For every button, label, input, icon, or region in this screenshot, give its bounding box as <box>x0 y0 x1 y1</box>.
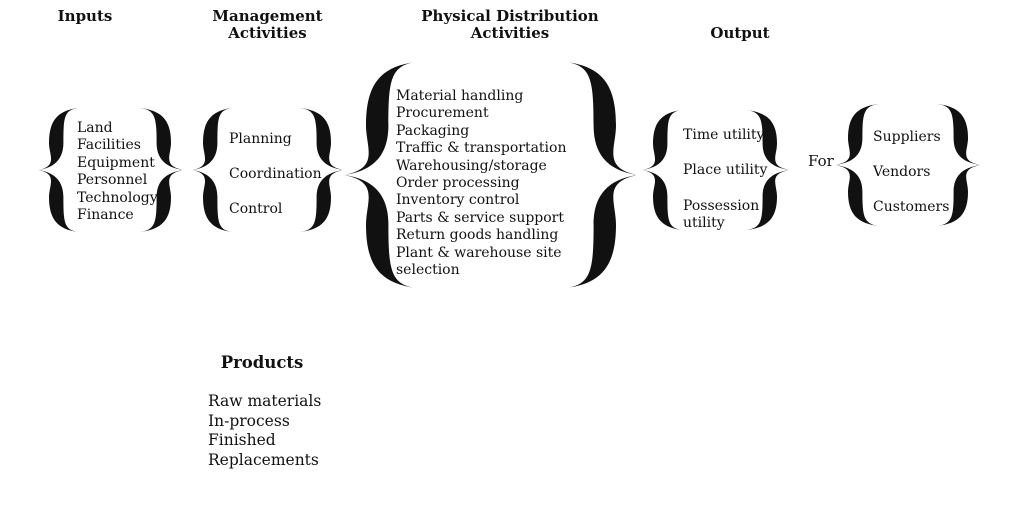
for-label: For <box>808 152 834 170</box>
inputs-left-brace-shape <box>38 108 78 232</box>
inputs-item: Facilities <box>77 137 141 154</box>
output-header-text: Output <box>710 24 770 42</box>
inputs-item: Land <box>77 120 113 136</box>
distribution-header: Physical Distribution Activities <box>410 8 610 42</box>
products-item: In-process <box>208 411 290 430</box>
for-label-text: For <box>808 152 834 170</box>
output-item-possession: Possession <box>683 197 760 214</box>
management-list: Planning Coordination Control <box>229 122 322 227</box>
management-item: Planning <box>229 131 292 147</box>
management-item: Coordination <box>229 166 322 182</box>
management-item: Control <box>229 201 283 217</box>
output-header: Output <box>690 25 790 42</box>
output-left-brace <box>642 110 682 230</box>
products-item: Finished <box>208 431 276 449</box>
output-left-brace-shape <box>642 110 682 230</box>
inputs-header: Inputs <box>40 8 130 25</box>
inputs-item: Personnel <box>77 172 148 189</box>
products-item: Replacements <box>208 450 319 469</box>
distribution-item: Return goods handling <box>396 227 559 244</box>
distribution-item: Traffic & transportation <box>396 140 567 157</box>
distribution-item: Warehousing/storage <box>396 157 547 174</box>
recipients-left-brace-shape <box>835 104 879 226</box>
management-header-line-1: Management <box>212 7 323 25</box>
distribution-item: selection <box>396 262 460 279</box>
distribution-item: Packaging <box>396 122 470 139</box>
distribution-header-line-2: Activities <box>470 24 550 42</box>
recipients-item: Vendors <box>873 164 931 180</box>
products-list: Raw materials In-process Finished Replac… <box>208 392 321 470</box>
distribution-item: Procurement <box>396 105 489 122</box>
management-right-brace-shape <box>300 108 344 232</box>
recipients-item: Suppliers <box>873 129 941 145</box>
distribution-right-brace <box>566 62 638 288</box>
inputs-list: Land Facilities Equipment Personnel Tech… <box>77 120 158 224</box>
distribution-left-brace <box>344 62 416 288</box>
output-item-possession-cont: utility <box>683 215 725 232</box>
management-left-brace <box>192 108 232 232</box>
distribution-header-line-1: Physical Distribution <box>421 7 599 25</box>
inputs-item: Equipment <box>77 154 155 171</box>
distribution-item: Inventory control <box>396 192 520 209</box>
distribution-item: Material handling <box>396 88 524 104</box>
recipients-right-brace <box>937 104 981 226</box>
distribution-list: Material handling Procurement Packaging … <box>396 88 566 279</box>
distribution-item: Order processing <box>396 175 520 192</box>
distribution-right-brace-shape <box>566 62 638 288</box>
distribution-left-brace-shape <box>344 62 416 288</box>
output-item-time: Time utility <box>683 127 765 143</box>
recipients-right-brace-shape <box>937 104 981 226</box>
output-right-brace-shape <box>746 110 790 230</box>
products-header-text: Products <box>220 353 304 372</box>
management-right-brace <box>300 108 344 232</box>
inputs-header-text: Inputs <box>57 7 113 25</box>
inputs-item: Technology <box>77 189 158 206</box>
inputs-right-brace <box>140 108 184 232</box>
recipients-item: Customers <box>873 199 950 215</box>
output-right-brace <box>746 110 790 230</box>
recipients-list: Suppliers Vendors Customers <box>873 120 949 225</box>
output-item-place: Place utility <box>683 162 768 179</box>
output-list: Time utility Place utility Possession ut… <box>683 127 767 233</box>
recipients-left-brace <box>835 104 879 226</box>
distribution-item: Parts & service support <box>396 209 564 226</box>
management-header: Management Activities <box>205 8 330 42</box>
management-left-brace-shape <box>192 108 232 232</box>
management-header-line-2: Activities <box>228 24 307 42</box>
inputs-item: Finance <box>77 207 134 224</box>
products-header: Products <box>207 353 317 372</box>
inputs-right-brace-shape <box>140 108 184 232</box>
products-item: Raw materials <box>208 392 322 410</box>
inputs-left-brace <box>38 108 78 232</box>
distribution-item: Plant & warehouse site <box>396 244 562 261</box>
